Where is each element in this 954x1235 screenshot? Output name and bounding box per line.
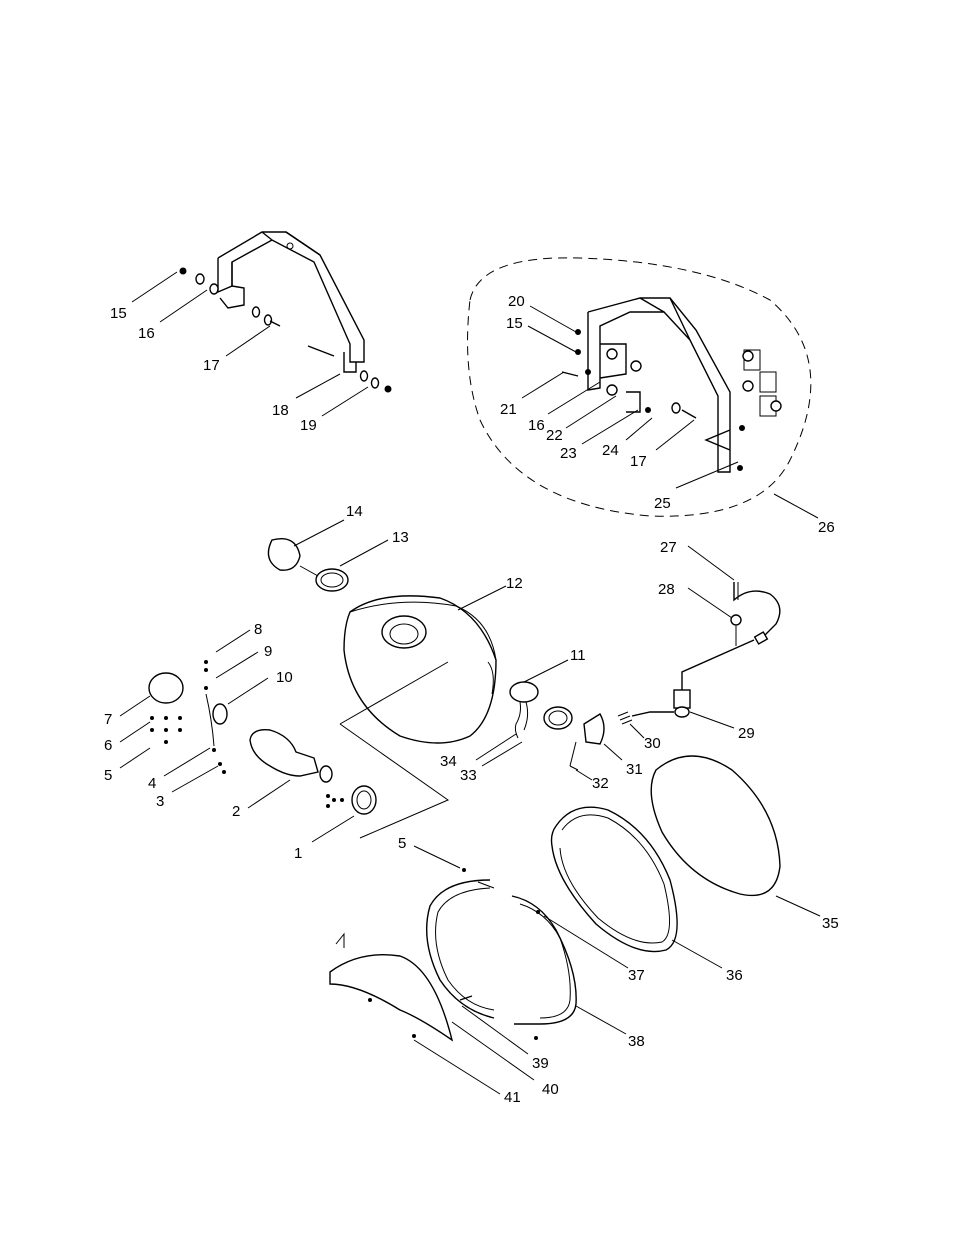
callout-5: 5 bbox=[104, 767, 112, 784]
lens-and-rings bbox=[329, 755, 781, 1042]
callout-1: 1 bbox=[294, 845, 302, 862]
callout-31: 31 bbox=[626, 761, 643, 778]
callout-2: 2 bbox=[232, 803, 240, 820]
callout-4: 4 bbox=[148, 775, 156, 792]
callout-37: 37 bbox=[628, 967, 645, 984]
callout-12: 12 bbox=[506, 575, 523, 592]
callout-20: 20 bbox=[508, 293, 525, 310]
callout-16: 16 bbox=[528, 417, 545, 434]
lamp-components bbox=[148, 660, 377, 815]
callout-41: 41 bbox=[504, 1089, 521, 1106]
callout-16: 16 bbox=[138, 325, 155, 342]
callout-13: 13 bbox=[392, 529, 409, 546]
callout-35: 35 bbox=[822, 915, 839, 932]
callout-7: 7 bbox=[104, 711, 112, 728]
callout-40: 40 bbox=[542, 1081, 559, 1098]
callout-24: 24 bbox=[602, 442, 619, 459]
callout-25: 25 bbox=[654, 495, 671, 512]
callout-6: 6 bbox=[104, 737, 112, 754]
callout-9: 9 bbox=[264, 643, 272, 660]
callout-21: 21 bbox=[500, 401, 517, 418]
callout-26: 26 bbox=[818, 519, 835, 536]
bracket-assembly-left bbox=[179, 231, 392, 393]
callout-36: 36 bbox=[726, 967, 743, 984]
callout-38: 38 bbox=[628, 1033, 645, 1050]
callout-30: 30 bbox=[644, 735, 661, 752]
callout-34: 34 bbox=[440, 753, 457, 770]
cable-assembly bbox=[631, 582, 781, 718]
bracket-kit-right bbox=[467, 257, 812, 517]
callout-39: 39 bbox=[532, 1055, 549, 1072]
callout-17: 17 bbox=[630, 453, 647, 470]
callout-11: 11 bbox=[570, 647, 586, 664]
leader-lines-right-kit bbox=[521, 305, 819, 519]
callout-5: 5 bbox=[398, 835, 406, 852]
callout-15: 15 bbox=[110, 305, 127, 322]
callout-15: 15 bbox=[506, 315, 523, 332]
leader-lines-left bbox=[119, 629, 355, 843]
callout-33: 33 bbox=[460, 767, 477, 784]
callout-17: 17 bbox=[203, 357, 220, 374]
callout-32: 32 bbox=[592, 775, 609, 792]
callout-22: 22 bbox=[546, 427, 563, 444]
callout-14: 14 bbox=[346, 503, 363, 520]
leader-lines-middle bbox=[293, 519, 735, 781]
callout-18: 18 bbox=[272, 402, 289, 419]
callout-23: 23 bbox=[560, 445, 577, 462]
callout-8: 8 bbox=[254, 621, 262, 638]
callout-29: 29 bbox=[738, 725, 755, 742]
callout-19: 19 bbox=[300, 417, 317, 434]
leader-lines-left-bracket bbox=[131, 271, 369, 417]
callout-28: 28 bbox=[658, 581, 675, 598]
callout-27: 27 bbox=[660, 539, 677, 556]
callout-3: 3 bbox=[156, 793, 164, 810]
callout-10: 10 bbox=[276, 669, 293, 686]
leader-lines-bottom bbox=[413, 845, 821, 1095]
housing-assembly bbox=[267, 538, 633, 839]
